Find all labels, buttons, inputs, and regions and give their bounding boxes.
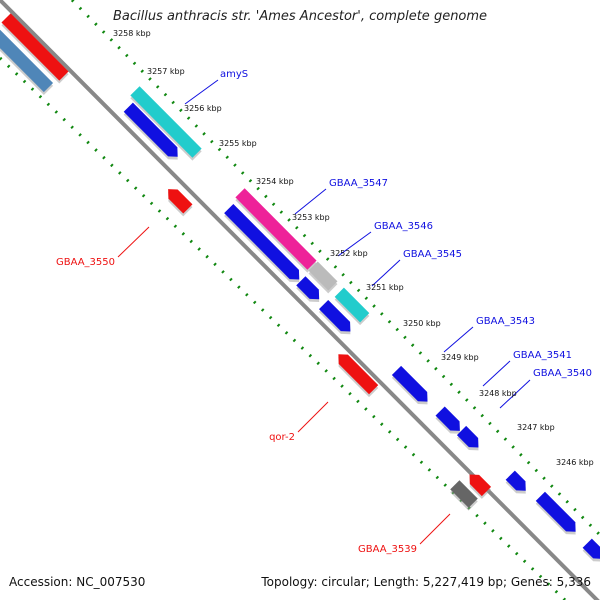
kbp-label: 3247 kbp [517,423,555,432]
label-leader-line [443,326,474,353]
gene-label: amyS [220,69,248,80]
feature-blue-3251 [318,299,351,335]
kbp-label: 3252 kbp [330,249,368,258]
gene-label: GBAA_3545 [403,249,462,260]
kbp-label: 3254 kbp [256,177,294,186]
outer-tick-track [70,0,600,537]
kbp-label: 3258 kbp [113,29,151,38]
gene-labels: amyS GBAA_3547GBAA_3546GBAA_3545GBAA_3543… [56,69,592,555]
gene-label: GBAA_3539 [358,544,417,555]
label-leader-line [499,379,531,409]
feature-GBAA_3545 [334,287,370,326]
feature-steelblue-topleft [0,29,54,95]
kbp-label: 3253 kbp [292,213,330,222]
feature-red-GBAA_3539 [469,474,492,499]
feature-blue-GBAA_3540 [456,425,479,451]
feature-blue-3253 [224,203,300,283]
label-leader-line [337,231,372,257]
inner-tick-track [0,56,567,600]
kbp-label: 3248 kbp [479,389,517,398]
feature-blue-3246 [535,491,576,535]
feature-blue-3247 [505,470,526,494]
kbp-label: 3256 kbp [184,104,222,113]
kbp-labels: 3258 kbp 3257 kbp 3256 kbp 3255 kbp 3254 kbp… [113,29,594,467]
gene-label: qor-2 [269,432,295,443]
label-leader-line [482,360,511,387]
kbp-label: 3249 kbp [441,353,479,362]
gene-label: GBAA_3547 [329,178,388,189]
kbp-label: 3246 kbp [556,458,594,467]
label-leader-line [371,259,401,287]
label-leader-line [297,401,329,433]
label-leader-line [117,226,150,258]
gene-label: GBAA_3541 [513,350,572,361]
feature-red-topleft [1,13,69,84]
feature-blue-3252 [296,276,320,303]
feature-GBAA_3547 [235,188,317,273]
feature-blue-GBAA_3541 [435,406,460,434]
feature-amyS [130,86,202,161]
topology-text: Topology: circular; Length: 5,227,419 bp… [261,575,591,589]
feature-blue-edge [582,538,600,562]
label-leader-line [184,79,219,105]
gene-label: GBAA_3546 [374,221,433,232]
gene-label: GBAA_3540 [533,368,592,379]
kbp-label: 3251 kbp [366,283,404,292]
feature-darkgrey-GBAA_3539 [450,480,478,511]
gene-features [0,13,600,562]
gene-label: GBAA_3543 [476,316,535,327]
feature-GBAA_3546-grey [308,261,338,294]
feature-blue-3256 [123,102,178,160]
label-leaders [117,79,531,545]
label-leader-line [419,513,451,545]
feature-blue-GBAA_3543 [391,365,428,405]
accession-text: Accession: NC_007530 [9,575,146,589]
kbp-label: 3255 kbp [219,139,257,148]
feature-red-qor-2 [338,354,379,398]
map-title: Bacillus anthracis str. 'Ames Ancestor',… [112,9,488,24]
kbp-label: 3250 kbp [403,319,441,328]
label-leader-line [294,188,327,215]
kbp-label: 3257 kbp [147,67,185,76]
gene-label: GBAA_3550 [56,257,115,268]
feature-red-GBAA_3550 [168,189,193,217]
